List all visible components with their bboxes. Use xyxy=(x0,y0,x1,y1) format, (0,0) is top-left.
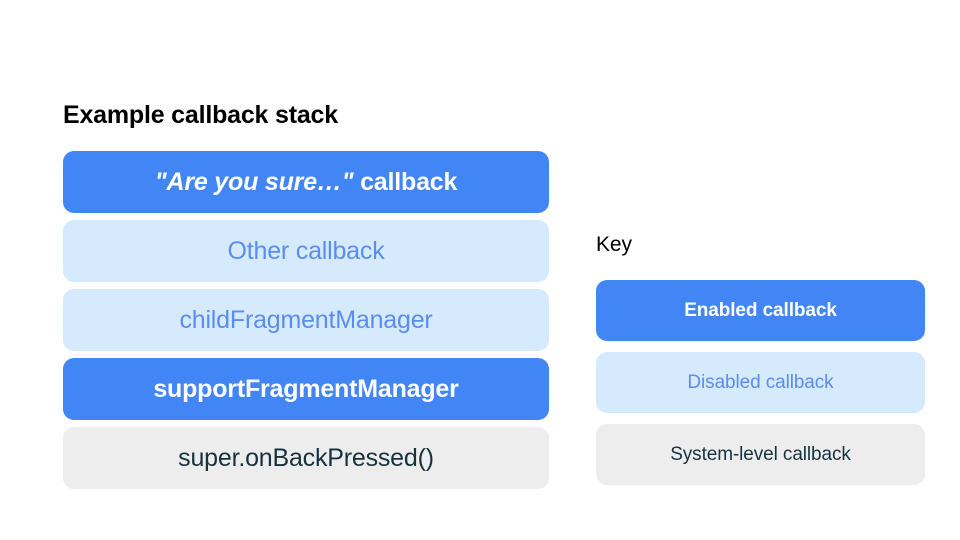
stack-item-label: childFragmentManager xyxy=(179,306,433,334)
stack-item-label: "Are you sure…" callback xyxy=(154,167,458,197)
callback-stack-list: "Are you sure…" callback Other callback … xyxy=(63,151,549,489)
key-item-label: Enabled callback xyxy=(684,299,837,321)
stack-item-label: Other callback xyxy=(227,237,385,265)
stack-item-plain-fragment: callback xyxy=(353,168,458,196)
callback-stack-section: Example callback stack "Are you sure…" c… xyxy=(63,99,549,489)
key-title: Key xyxy=(596,233,632,256)
key-item-label: System-level callback xyxy=(670,443,851,465)
stack-item-label: supportFragmentManager xyxy=(153,375,459,403)
key-item-enabled-callback: Enabled callback xyxy=(596,280,925,341)
page-title: Example callback stack xyxy=(63,101,338,129)
stack-item-support-fragment-manager: supportFragmentManager xyxy=(63,358,549,420)
stack-item-are-you-sure: "Are you sure…" callback xyxy=(63,151,549,213)
key-legend-list: Enabled callback Disabled callback Syste… xyxy=(596,280,925,485)
stack-item-child-fragment-manager: childFragmentManager xyxy=(63,289,549,351)
stack-item-other-callback: Other callback xyxy=(63,220,549,282)
stack-item-super-on-back-pressed: super.onBackPressed() xyxy=(63,427,549,489)
stack-item-quote-fragment: "Are you sure…" xyxy=(154,168,354,196)
key-item-label: Disabled callback xyxy=(687,371,834,393)
stack-item-label: super.onBackPressed() xyxy=(178,444,434,472)
key-legend-section: Key Enabled callback Disabled callback S… xyxy=(596,232,925,485)
key-item-disabled-callback: Disabled callback xyxy=(596,352,925,413)
key-item-system-level-callback: System-level callback xyxy=(596,424,925,485)
